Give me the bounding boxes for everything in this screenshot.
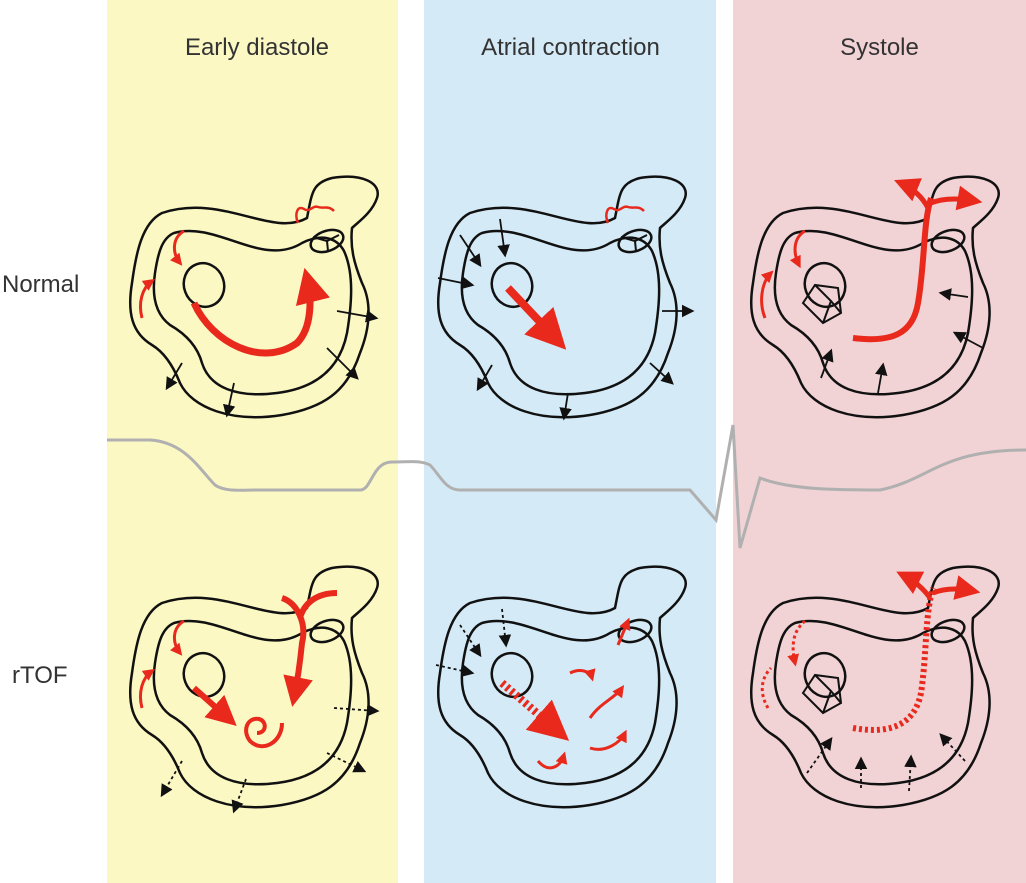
heart-normal-early-diastole bbox=[128, 175, 380, 419]
row-label-normal: Normal bbox=[2, 271, 80, 298]
row-label-rtof: rTOF bbox=[12, 662, 68, 689]
column-title-early-diastole: Early diastole bbox=[184, 34, 330, 61]
ecg-trace bbox=[107, 424, 1026, 549]
column-title-systole: Systole bbox=[840, 34, 919, 61]
panel-systole bbox=[733, 0, 1026, 883]
heart-rtof-systole bbox=[749, 565, 1001, 809]
panel-atrial-contraction bbox=[424, 0, 716, 883]
heart-rtof-early-diastole bbox=[128, 565, 380, 814]
heart-normal-systole bbox=[749, 175, 1001, 419]
column-title-atrial-contraction: Atrial contraction bbox=[481, 34, 660, 61]
heart-rtof-atrial-contraction bbox=[435, 565, 688, 809]
heart-normal-atrial-contraction bbox=[436, 175, 695, 421]
